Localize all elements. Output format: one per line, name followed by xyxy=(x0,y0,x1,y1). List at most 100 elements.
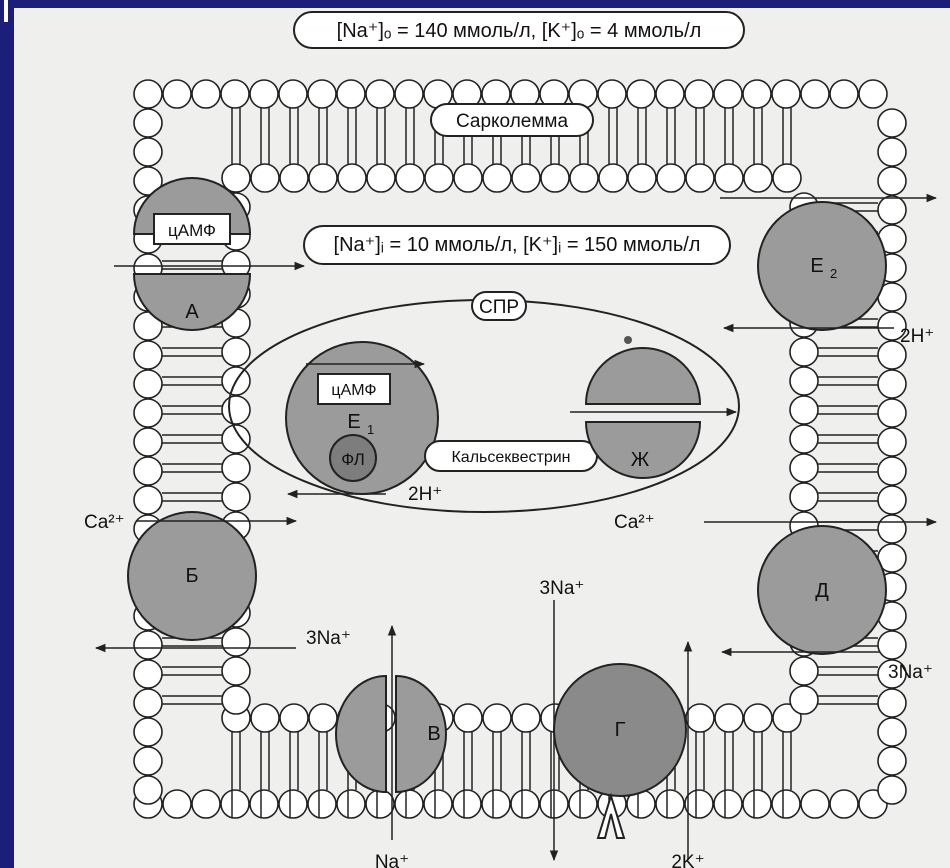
protein-b-label: Б xyxy=(185,565,198,587)
lipid-head xyxy=(221,80,249,108)
lipid-head xyxy=(134,138,162,166)
lipid-head xyxy=(878,370,906,398)
lipid-head xyxy=(656,790,684,818)
lipid-head xyxy=(790,454,818,482)
protein-e2-subscript: 2 xyxy=(830,266,837,281)
lipid-head xyxy=(790,367,818,395)
lipid-head xyxy=(222,483,250,511)
lipid-head xyxy=(250,790,278,818)
lipid-head xyxy=(367,164,395,192)
lipid-head xyxy=(192,80,220,108)
lipid-head xyxy=(424,790,452,818)
lipid-head xyxy=(830,80,858,108)
calsequestrin-label: Кальсеквестрин xyxy=(451,449,570,466)
lipid-head xyxy=(134,689,162,717)
inner-concentration-box: [Na⁺]ᵢ = 10 ммоль/л, [K⁺]ᵢ = 150 ммоль/л xyxy=(304,226,730,264)
lipid-head xyxy=(878,399,906,427)
lipid-head xyxy=(280,704,308,732)
lipid-head xyxy=(338,164,366,192)
lipid-head xyxy=(878,515,906,543)
lipid-head xyxy=(309,164,337,192)
lipid-head xyxy=(279,790,307,818)
lipid-head xyxy=(134,80,162,108)
lipid-head xyxy=(134,341,162,369)
lipid-head xyxy=(878,167,906,195)
lipid-head xyxy=(395,80,423,108)
lipid-head xyxy=(790,686,818,714)
lipid-head xyxy=(685,80,713,108)
lipid-head xyxy=(744,704,772,732)
lipid-head xyxy=(134,776,162,804)
ligand-dot-icon xyxy=(624,336,632,344)
lipid-head xyxy=(163,790,191,818)
cardiomyocyte-diagram: [Na⁺]ₒ = 140 ммоль/л, [K⁺]ₒ = 4 ммоль/л … xyxy=(14,8,950,868)
lipid-head xyxy=(714,790,742,818)
lipid-head xyxy=(134,399,162,427)
lipid-head xyxy=(395,790,423,818)
protein-v-label: В xyxy=(427,723,440,745)
lipid-head xyxy=(657,164,685,192)
protein-a-label: А xyxy=(185,301,199,323)
lipid-head xyxy=(599,164,627,192)
lipid-head xyxy=(878,486,906,514)
lipid-head xyxy=(163,80,191,108)
protein-d: Д xyxy=(758,526,886,654)
sarcolemma-box: Сарколемма xyxy=(431,104,593,136)
lipid-head xyxy=(598,80,626,108)
lipid-head xyxy=(396,164,424,192)
lipid-head xyxy=(878,747,906,775)
lipid-head xyxy=(425,164,453,192)
lipid-head xyxy=(222,454,250,482)
lipid-head xyxy=(878,457,906,485)
lipid-head xyxy=(878,689,906,717)
lipid-head xyxy=(790,425,818,453)
lipid-head xyxy=(790,657,818,685)
lipid-head xyxy=(134,486,162,514)
frame-accent xyxy=(4,0,8,22)
lipid-head xyxy=(685,790,713,818)
lipid-head xyxy=(134,109,162,137)
lipid-head xyxy=(744,164,772,192)
ion-3na-left: 3Na⁺ xyxy=(306,628,351,649)
lipid-head xyxy=(686,704,714,732)
lipid-head xyxy=(221,790,249,818)
frame-left xyxy=(0,0,14,868)
lipid-head xyxy=(743,790,771,818)
protein-e2-label: E xyxy=(810,255,823,277)
protein-zh-label: Ж xyxy=(631,449,650,471)
lipid-head xyxy=(656,80,684,108)
outer-concentration-box: [Na⁺]ₒ = 140 ммоль/л, [K⁺]ₒ = 4 ммоль/л xyxy=(294,12,744,48)
protein-zh: Ж xyxy=(586,336,700,478)
lipid-head xyxy=(134,631,162,659)
frame-top xyxy=(0,0,950,8)
lipid-head xyxy=(570,164,598,192)
lipid-head xyxy=(878,776,906,804)
protein-e2: E 2 xyxy=(758,202,886,330)
lipid-head xyxy=(512,704,540,732)
lipid-head xyxy=(222,628,250,656)
lipid-head xyxy=(772,790,800,818)
calsequestrin: Кальсеквестрин xyxy=(425,441,597,471)
lipid-head xyxy=(801,80,829,108)
lipid-head xyxy=(134,718,162,746)
lipid-head xyxy=(686,164,714,192)
lipid-head xyxy=(251,704,279,732)
lipid-head xyxy=(773,164,801,192)
ion-ca-left: Ca²⁺ xyxy=(84,512,125,533)
lipid-head xyxy=(743,80,771,108)
lipid-head xyxy=(715,164,743,192)
lipid-head xyxy=(878,631,906,659)
ion-2h-right: 2H⁺ xyxy=(900,326,934,347)
diagram-canvas: [Na⁺]ₒ = 140 ммоль/л, [K⁺]ₒ = 4 ммоль/л … xyxy=(14,8,950,868)
protein-e1: цАМФ E 1 ФЛ xyxy=(286,342,438,494)
lipid-head xyxy=(366,80,394,108)
lipid-head xyxy=(250,80,278,108)
protein-d-label: Д xyxy=(815,580,829,602)
lipid-head xyxy=(790,483,818,511)
lipid-head xyxy=(790,338,818,366)
lipid-head xyxy=(454,164,482,192)
lipid-head xyxy=(483,704,511,732)
lipid-head xyxy=(134,370,162,398)
lipid-head xyxy=(192,790,220,818)
outer-concentration-label: [Na⁺]ₒ = 140 ммоль/л, [K⁺]ₒ = 4 ммоль/л xyxy=(337,20,702,42)
